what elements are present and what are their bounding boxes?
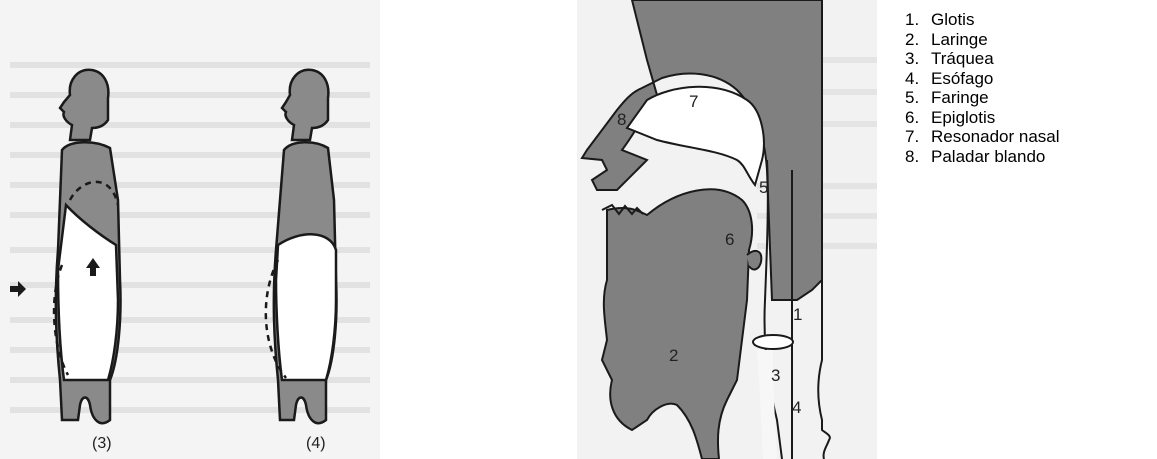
legend-text: Faringe bbox=[931, 88, 989, 107]
label-5: 5 bbox=[759, 178, 768, 198]
legend-number: 1. bbox=[905, 10, 931, 30]
legend-item-traquea: 3.Tráquea bbox=[905, 49, 1155, 69]
figure-4-caption: (4) bbox=[306, 435, 326, 453]
legend-text: Glotis bbox=[931, 10, 974, 29]
legend-text: Tráquea bbox=[931, 49, 994, 68]
legend-number: 2. bbox=[905, 30, 931, 50]
legend-number: 3. bbox=[905, 49, 931, 69]
legend-item-epiglotis: 6.Epiglotis bbox=[905, 108, 1155, 128]
label-6: 6 bbox=[725, 230, 734, 250]
breathing-figures-illustration bbox=[0, 0, 380, 459]
label-7: 7 bbox=[689, 92, 698, 112]
legend-text: Esófago bbox=[931, 69, 993, 88]
legend-number: 6. bbox=[905, 108, 931, 128]
label-8: 8 bbox=[617, 110, 626, 130]
figure-3-caption: (3) bbox=[92, 435, 112, 453]
vocal-tract-panel: 1 2 3 4 5 6 7 8 bbox=[577, 0, 877, 459]
label-2: 2 bbox=[669, 346, 678, 366]
legend-text: Laringe bbox=[931, 30, 988, 49]
legend-item-laringe: 2.Laringe bbox=[905, 30, 1155, 50]
legend-number: 5. bbox=[905, 88, 931, 108]
legend-text: Paladar blando bbox=[931, 147, 1045, 166]
anatomy-legend: 1.Glotis 2.Laringe 3.Tráquea 4.Esófago 5… bbox=[905, 10, 1155, 166]
label-1: 1 bbox=[793, 305, 802, 325]
legend-number: 8. bbox=[905, 147, 931, 167]
legend-item-glotis: 1.Glotis bbox=[905, 10, 1155, 30]
legend-item-faringe: 5.Faringe bbox=[905, 88, 1155, 108]
breathing-figures-panel: (3) (4) bbox=[0, 0, 380, 459]
legend-number: 7. bbox=[905, 127, 931, 147]
label-4: 4 bbox=[792, 398, 801, 418]
legend-item-resonador-nasal: 7.Resonador nasal bbox=[905, 127, 1155, 147]
legend-text: Epiglotis bbox=[931, 108, 995, 127]
legend-number: 4. bbox=[905, 69, 931, 89]
legend-item-esofago: 4.Esófago bbox=[905, 69, 1155, 89]
legend-item-paladar-blando: 8.Paladar blando bbox=[905, 147, 1155, 167]
label-3: 3 bbox=[771, 366, 780, 386]
legend-text: Resonador nasal bbox=[931, 127, 1060, 146]
